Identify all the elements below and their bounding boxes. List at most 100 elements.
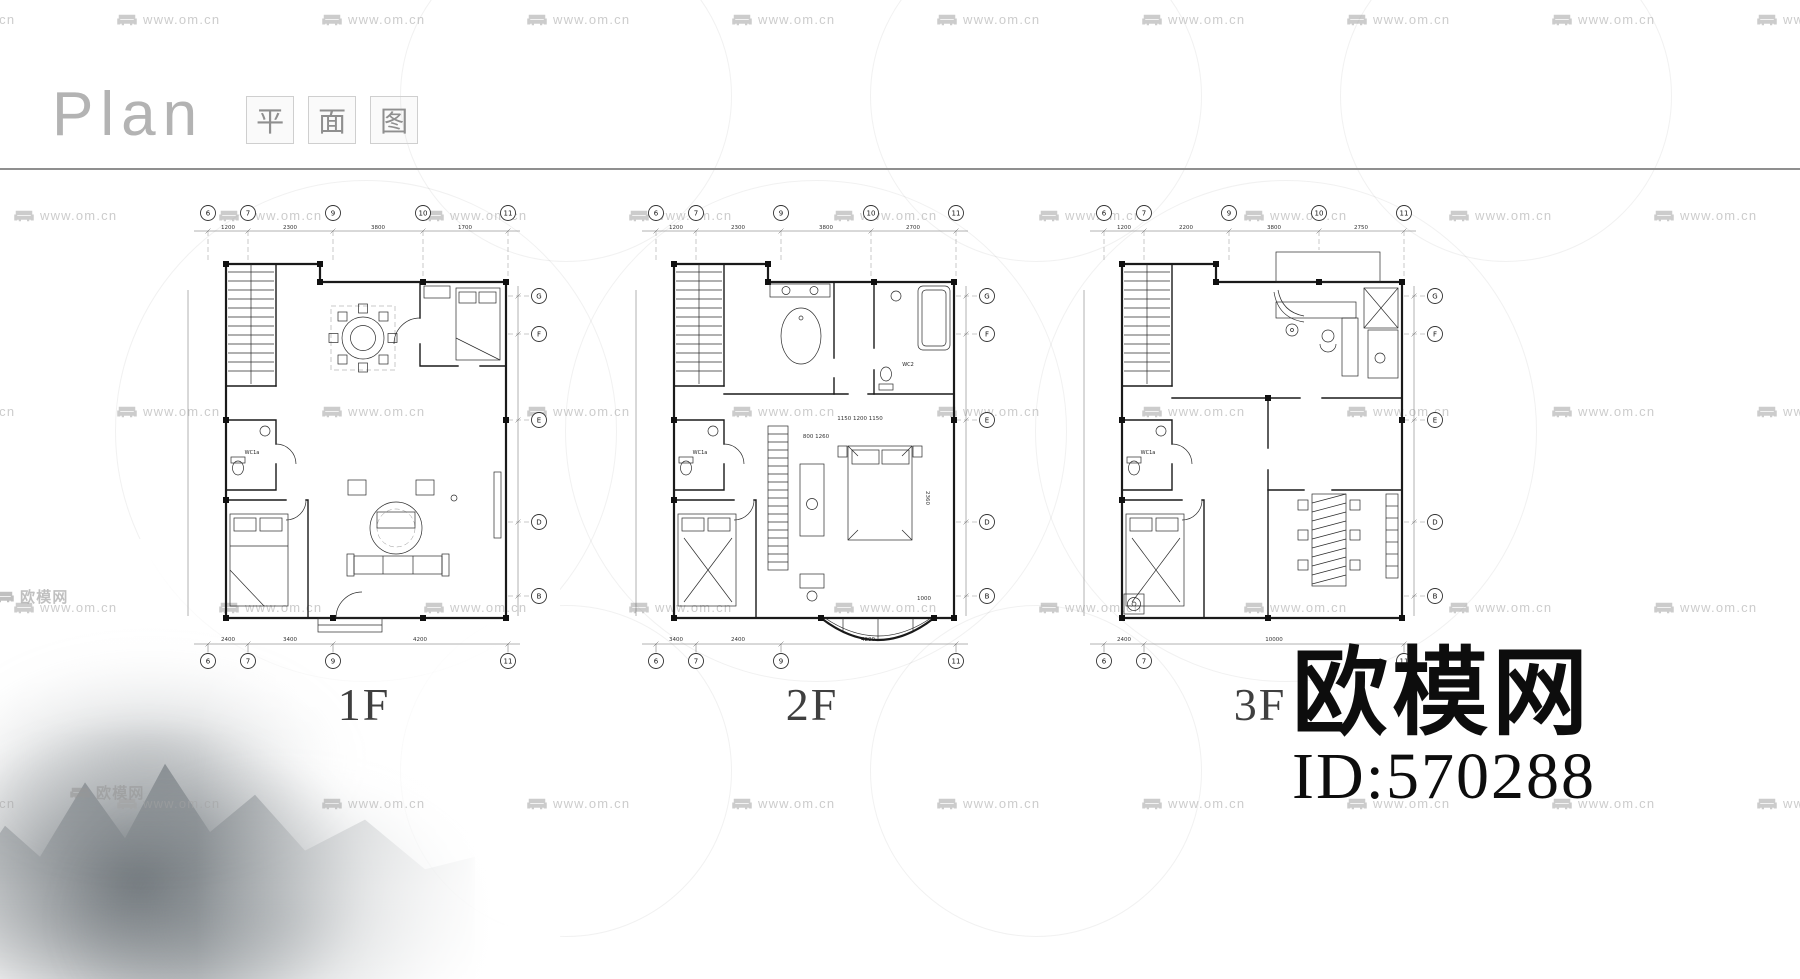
subtitle-char: 面 xyxy=(308,96,357,144)
watermark-text: www.om.cn xyxy=(1680,208,1758,223)
grid-bubble: G xyxy=(536,293,541,301)
dimension-text: 2750 xyxy=(1354,225,1368,231)
grid-bubble: F xyxy=(537,331,541,339)
watermark-brand-text: 欧模网 xyxy=(20,589,69,606)
watermark: www.om.cn xyxy=(0,12,15,27)
dimension-text: 2400 xyxy=(221,637,235,643)
grid-bubble: 11 xyxy=(952,210,961,218)
grid-bubble: 11 xyxy=(504,210,513,218)
grid-bubble: 7 xyxy=(246,658,250,666)
grid-bubble: 6 xyxy=(654,210,659,218)
grid-bubble: 6 xyxy=(206,658,211,666)
site-logo-id: ID:570288 xyxy=(1292,740,1596,813)
watermark: www.om.cn xyxy=(732,12,835,27)
watermark: www.om.cn xyxy=(1654,600,1757,615)
dining-room xyxy=(1297,493,1399,587)
sofa-icon xyxy=(322,14,342,25)
watermark: www.om.cn xyxy=(1552,404,1655,419)
sofa-icon xyxy=(1757,406,1777,417)
watermark-text: www.om.cn xyxy=(348,12,426,27)
sofa-icon xyxy=(14,602,34,613)
grid-bubble: 6 xyxy=(1102,658,1107,666)
stairs xyxy=(1124,264,1170,384)
grid-bubble: 7 xyxy=(694,658,698,666)
grid-bubble: 11 xyxy=(952,658,961,666)
room-label-wc: WC1a xyxy=(1141,450,1156,456)
watermark: www.om.cn xyxy=(1757,404,1800,419)
grid-bubble: 7 xyxy=(694,210,698,218)
walls xyxy=(671,261,957,642)
grid-bubble: 9 xyxy=(1227,210,1231,218)
dimension-text: 3400 xyxy=(283,637,297,643)
guest-bedroom xyxy=(393,285,501,361)
walls xyxy=(223,261,509,633)
watermark-brand-text: 欧模网 xyxy=(96,785,145,802)
dimension-text: 2300 xyxy=(731,225,745,231)
watermark: www.om.cn xyxy=(0,404,15,419)
sofa-icon xyxy=(1757,798,1777,809)
grid-bubble: E xyxy=(537,417,541,425)
watermark-text: www.om.cn xyxy=(758,12,836,27)
page-title: Plan xyxy=(52,80,205,149)
floor-label-1f: 1F xyxy=(337,679,391,730)
sofa-icon xyxy=(0,591,14,602)
site-logo: 欧模网 ID:570288 xyxy=(1292,646,1596,813)
sofa-icon xyxy=(1654,602,1674,613)
watermark: www.om.cn xyxy=(1757,12,1800,27)
page-subtitle: 平 面 图 xyxy=(246,96,419,144)
sofa-icon xyxy=(1552,406,1572,417)
grid-bubble: 7 xyxy=(1142,658,1146,666)
subtitle-char: 平 xyxy=(246,96,295,144)
grid-bubble: E xyxy=(1433,417,1437,425)
grid-bubble: D xyxy=(1432,519,1437,527)
watermark: www.om.cn xyxy=(322,12,425,27)
grid-bubble: F xyxy=(985,331,989,339)
grid-bubble: 10 xyxy=(867,210,876,218)
grid-bubble: 11 xyxy=(1400,210,1409,218)
watermark: www.om.cn xyxy=(1654,208,1757,223)
sofa-icon xyxy=(322,798,342,809)
grid-bubble: D xyxy=(536,519,541,527)
grid-bubble: D xyxy=(984,519,989,527)
grid-bubble: G xyxy=(1432,293,1437,301)
room-label-wc: WC2 xyxy=(902,362,914,368)
watermark-text: www.om.cn xyxy=(40,208,118,223)
floor-label-3f: 3F xyxy=(1233,679,1287,730)
dining-set xyxy=(328,303,398,373)
bathroom: WC1a xyxy=(1126,425,1193,476)
watermark-text: www.om.cn xyxy=(1783,796,1800,811)
grid-bubble: 9 xyxy=(779,210,783,218)
watermark: www.om.cn xyxy=(117,12,220,27)
room-label-wc: WC1a xyxy=(693,450,708,456)
watermark: www.om.cn xyxy=(14,600,117,615)
dimension-text: 10000 xyxy=(1265,637,1283,643)
watermark-text: www.om.cn xyxy=(0,796,16,811)
dimension-text: 800 1260 xyxy=(803,434,830,440)
walls xyxy=(1119,251,1405,621)
living-room xyxy=(335,471,502,619)
watermark-text: www.om.cn xyxy=(758,796,836,811)
bathroom-top: WC2 xyxy=(769,283,951,391)
grid-bubble: F xyxy=(1433,331,1437,339)
master-bedroom xyxy=(229,499,307,607)
dimension-text: 2300 xyxy=(283,225,297,231)
grid-bubble: 6 xyxy=(206,210,211,218)
grid-bubble: 9 xyxy=(331,658,335,666)
sofa-icon xyxy=(1654,210,1674,221)
watermark: www.om.cn xyxy=(14,208,117,223)
watermark-text: www.om.cn xyxy=(40,600,118,615)
watermark-text: www.om.cn xyxy=(143,796,221,811)
grid-bubble: 11 xyxy=(1400,658,1409,666)
dimension-text: 3800 xyxy=(371,225,385,231)
dimension-text: 3800 xyxy=(819,225,833,231)
watermark-text: www.om.cn xyxy=(1475,600,1553,615)
study-room xyxy=(1273,289,1399,379)
watermark-text: www.om.cn xyxy=(1783,404,1800,419)
grid-bubble: 9 xyxy=(331,210,335,218)
dimension-text: 2200 xyxy=(1179,225,1193,231)
dimension-text: 1200 xyxy=(1117,225,1131,231)
